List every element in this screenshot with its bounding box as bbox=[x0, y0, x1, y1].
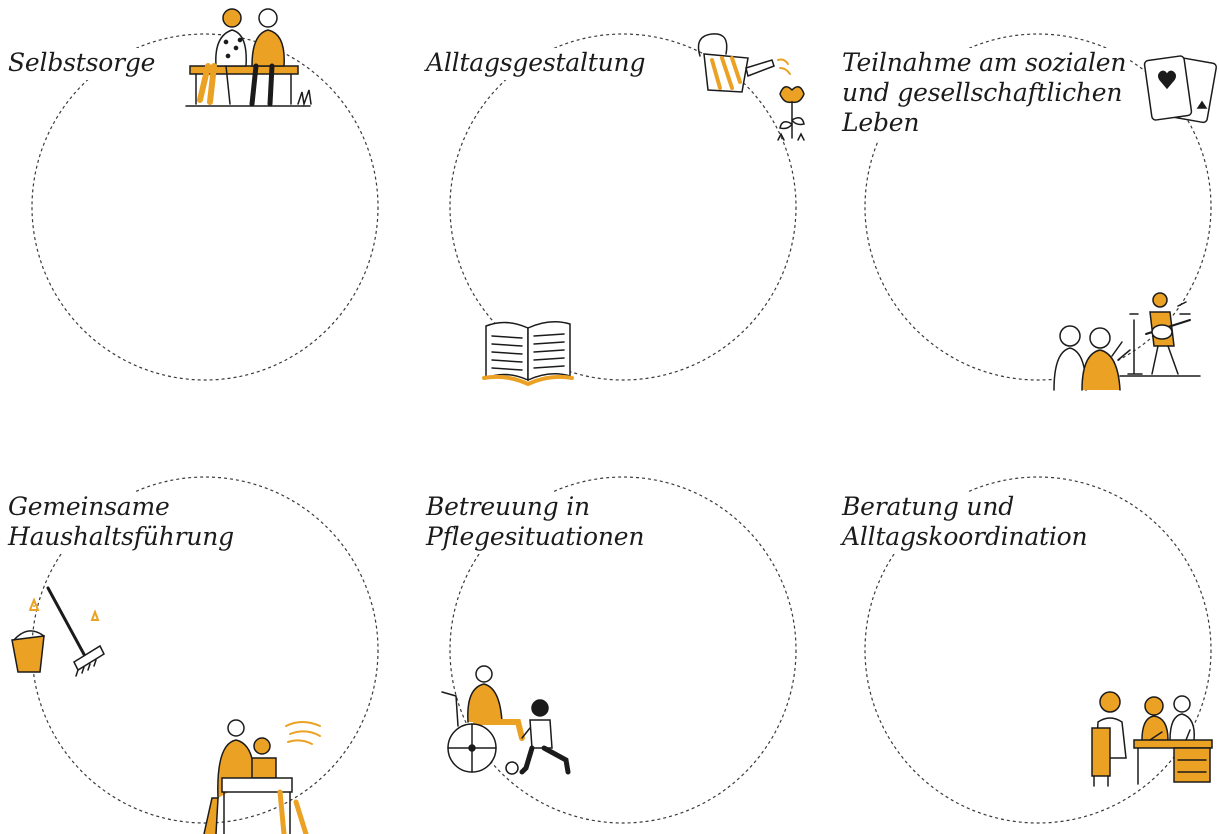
dashed-circle bbox=[31, 33, 379, 381]
tile-alltagsgestaltung: Alltagsgestaltung bbox=[416, 0, 816, 400]
open-book-icon bbox=[482, 321, 574, 387]
tile-haushaltsfuehrung: Gemeinsame Haushaltsführung bbox=[0, 434, 400, 834]
tile-selbstsorge: Selbstsorge bbox=[0, 0, 400, 400]
tile-betreuung: Betreuung in Pflegesituationen bbox=[416, 434, 816, 834]
tile-teilnahme: Teilnahme am sozialen und gesellschaftli… bbox=[832, 0, 1219, 400]
tile-title: Gemeinsame Haushaltsführung bbox=[8, 492, 238, 554]
dashed-circle bbox=[864, 33, 1212, 381]
seniors-on-bench-icon bbox=[185, 8, 312, 107]
dashed-circle bbox=[449, 476, 797, 824]
bucket-and-mop-icon bbox=[11, 586, 105, 677]
cooking-together-icon bbox=[203, 719, 321, 834]
dashed-circle bbox=[449, 33, 797, 381]
concert-audience-icon bbox=[1053, 292, 1201, 391]
tile-title: Betreuung in Pflegesituationen bbox=[426, 492, 649, 554]
dashed-circle bbox=[864, 476, 1212, 824]
tile-title: Alltagsgestaltung bbox=[426, 48, 650, 80]
tile-beratung: Beratung und Alltagskoordination bbox=[832, 434, 1219, 834]
playing-cards-icon bbox=[1143, 55, 1218, 124]
wheelchair-care-icon bbox=[441, 665, 571, 775]
flower-icon bbox=[777, 86, 805, 141]
consultation-desk-icon bbox=[1091, 691, 1213, 787]
watering-can-icon bbox=[697, 33, 791, 93]
tile-title: Beratung und Alltagskoordination bbox=[842, 492, 1092, 554]
tile-title: Teilnahme am sozialen und gesellschaftli… bbox=[842, 48, 1131, 140]
tile-title: Selbstsorge bbox=[8, 48, 160, 80]
dashed-circle bbox=[31, 476, 379, 824]
